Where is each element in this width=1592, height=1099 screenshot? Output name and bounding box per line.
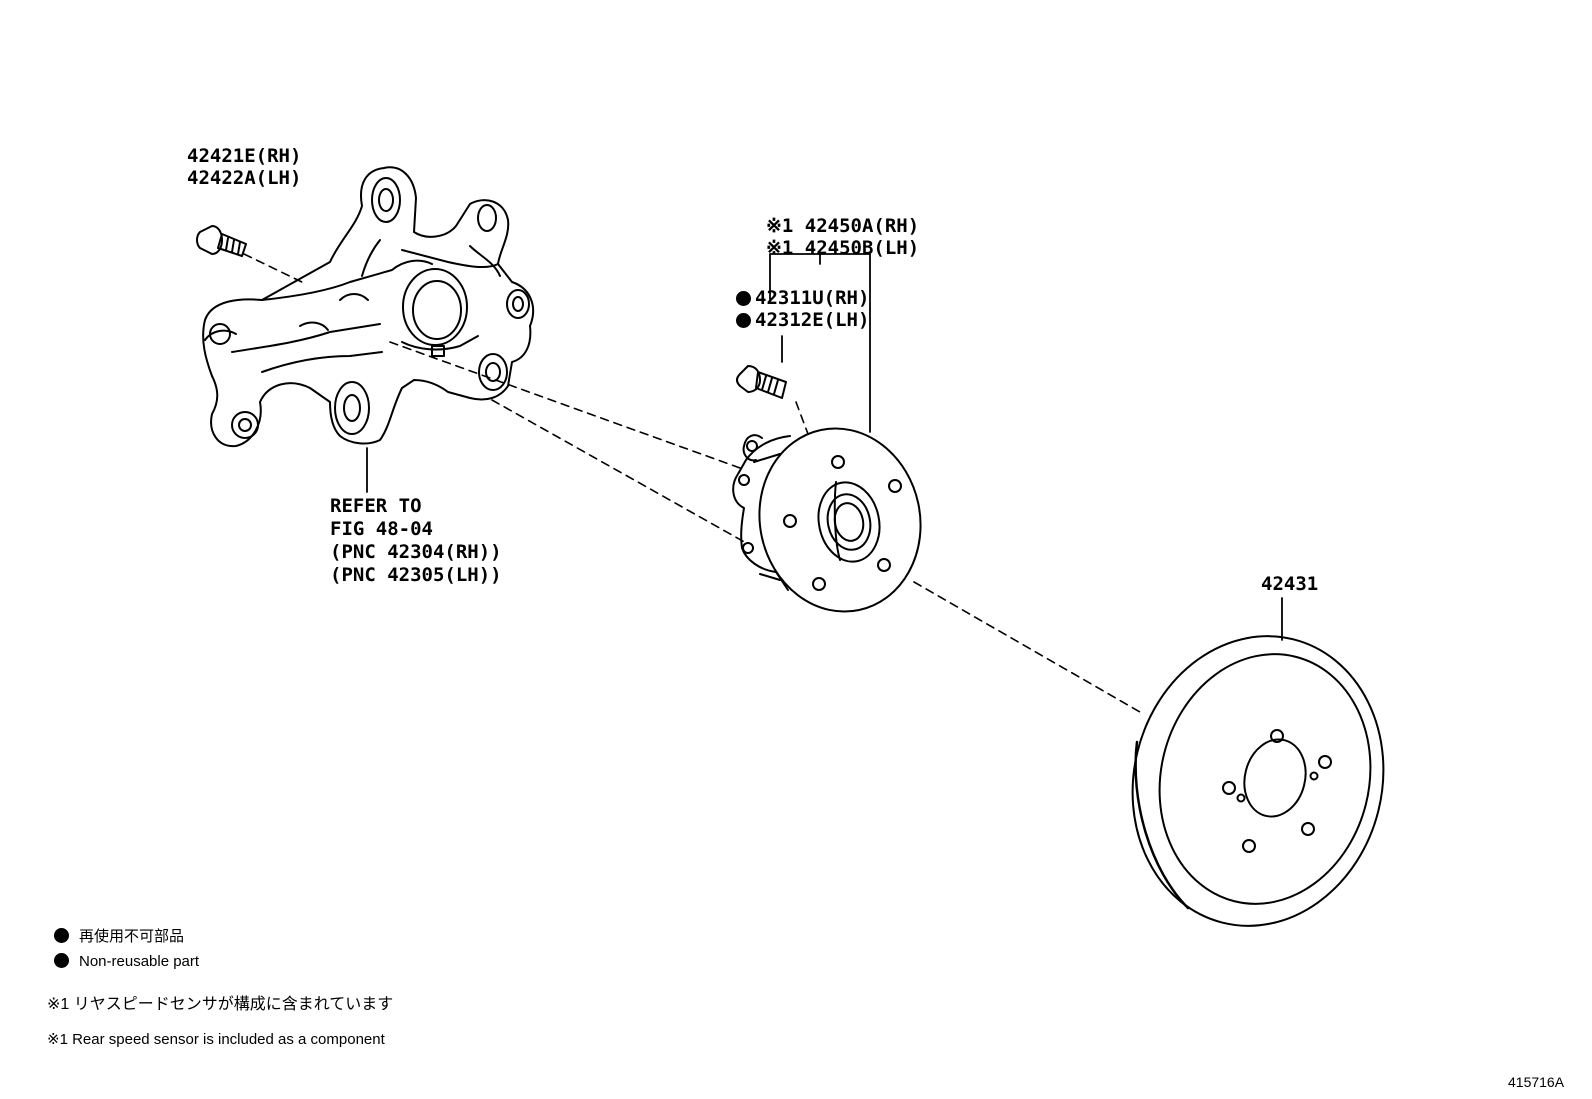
label-hub-lh: ※1 42450B(LH)	[766, 237, 920, 259]
legend-note-en: ※1 Rear speed sensor is included as a co…	[47, 1031, 385, 1048]
legend-nonreusable-jp-text: 再使用不可部品	[79, 928, 185, 945]
label-hub-rh: ※1 42450A(RH)	[766, 215, 920, 237]
refer-line-4: (PNC 42305(LH))	[330, 564, 502, 586]
legend-nonreusable-jp: 再使用不可部品	[54, 928, 184, 946]
nonreusable-dot-icon	[54, 953, 69, 968]
legend-note-jp: ※1 リヤスピードセンサが構成に含まれています	[47, 996, 394, 1013]
nonreusable-dot-icon	[736, 313, 751, 328]
refer-line-1: REFER TO	[330, 495, 422, 517]
figure-id: 415716A	[1508, 1074, 1565, 1090]
hub-stud-drawing	[736, 365, 787, 399]
legend-nonreusable-en-text: Non-reusable part	[79, 953, 200, 970]
refer-line-3: (PNC 42304(RH))	[330, 541, 502, 563]
label-stud-lh-text: 42312E(LH)	[755, 309, 870, 331]
brake-disc-drawing	[1131, 635, 1385, 927]
label-disc: 42431	[1261, 573, 1319, 595]
knuckle-bolt-drawing	[196, 225, 247, 257]
nonreusable-dot-icon	[736, 291, 751, 306]
label-stud-lh: 42312E(LH)	[736, 309, 869, 331]
label-stud-rh: 42311U(RH)	[736, 287, 869, 309]
label-bolt-lh: 42422A(LH)	[187, 167, 302, 189]
label-stud-rh-text: 42311U(RH)	[755, 287, 870, 309]
dashed-alignment-lines	[243, 253, 1141, 713]
hub-bearing-drawing	[732, 427, 922, 613]
knuckle-drawing	[202, 166, 535, 448]
leader-lines	[366, 253, 1283, 641]
refer-line-2: FIG 48-04	[330, 518, 433, 540]
label-bolt-rh: 42421E(RH)	[187, 145, 302, 167]
legend-nonreusable-en: Non-reusable part	[54, 953, 199, 971]
nonreusable-dot-icon	[54, 928, 69, 943]
